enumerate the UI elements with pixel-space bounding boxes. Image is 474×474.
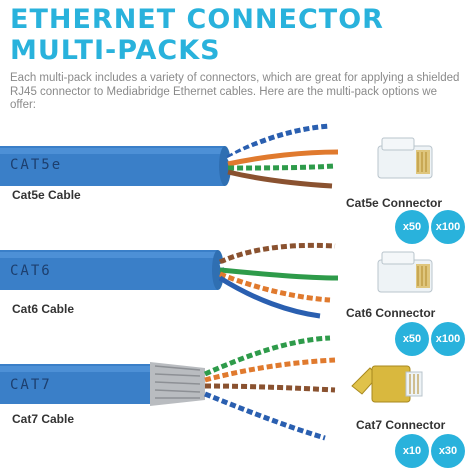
cat5e-connector-image bbox=[377, 137, 433, 179]
cat6-pack-badge-large: x100 bbox=[431, 322, 465, 356]
cat5e-pack-badge-large: x100 bbox=[431, 210, 465, 244]
page-title: ETHERNET CONNECTOR MULTI-PACKS bbox=[10, 4, 464, 66]
cat5e-connector-label: Cat5e Connector bbox=[346, 196, 443, 210]
cat5e-cable-image: CAT5e bbox=[0, 123, 339, 189]
cat7-connector-label: Cat7 Connector bbox=[356, 418, 446, 432]
cat5e-pack-badge-small: x50 bbox=[395, 210, 429, 244]
cat7-cable-label: Cat7 Cable bbox=[12, 412, 75, 426]
cat6-cable-label: Cat6 Cable bbox=[12, 302, 75, 316]
cat5e-cable-label: Cat5e Cable bbox=[12, 188, 81, 202]
cat7-connector-image bbox=[351, 365, 423, 403]
cat7-pack-badge-large: x30 bbox=[431, 434, 465, 468]
cat7-cable-image: CAT7 bbox=[0, 335, 336, 441]
cat6-pack-badge-small: x50 bbox=[395, 322, 429, 356]
cat7-pack-badge-small: x10 bbox=[395, 434, 429, 468]
title-line-1: ETHERNET CONNECTOR bbox=[10, 4, 384, 35]
cat7-cable-stamp: CAT7 bbox=[10, 377, 52, 393]
cat6-connector-label: Cat6 Connector bbox=[346, 306, 436, 320]
cat6-cable-stamp: CAT6 bbox=[10, 263, 52, 279]
cat5e-cable-stamp: CAT5e bbox=[10, 157, 62, 173]
intro-text: Each multi-pack includes a variety of co… bbox=[10, 72, 460, 111]
cat6-cable-image: CAT6 bbox=[0, 242, 339, 319]
cat6-connector-image bbox=[377, 251, 433, 293]
title-line-2: MULTI-PACKS bbox=[10, 35, 221, 66]
